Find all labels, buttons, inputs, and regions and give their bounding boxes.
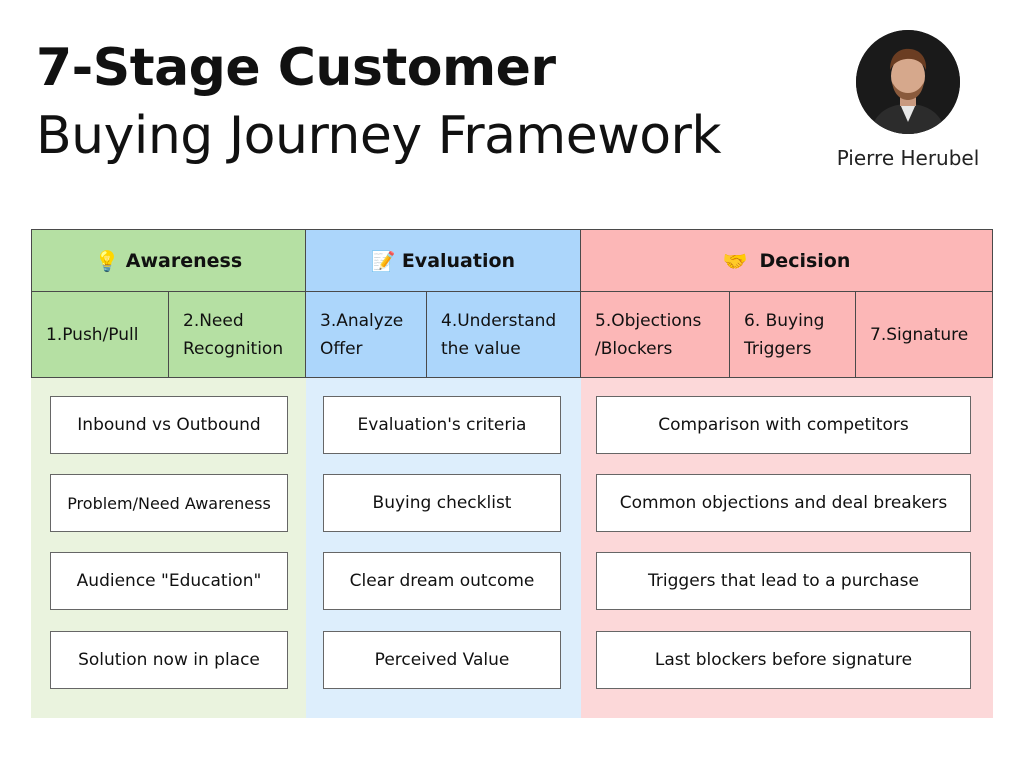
handshake-icon: 🤝 bbox=[722, 248, 748, 273]
decision-item: Common objections and deal breakers bbox=[596, 474, 971, 532]
stage-header-decision: 🤝 Decision bbox=[580, 229, 993, 292]
step-1: 1.Push/Pull bbox=[31, 291, 169, 378]
awareness-item: Problem/Need Awareness bbox=[50, 474, 288, 532]
stage-label: Awareness bbox=[125, 249, 243, 272]
stage-header-evaluation: 📝 Evaluation bbox=[305, 229, 581, 292]
author-avatar bbox=[856, 30, 960, 134]
step-4: 4.Understand the value bbox=[426, 291, 581, 378]
evaluation-item: Clear dream outcome bbox=[323, 552, 561, 610]
title-line-1: 7-Stage Customer bbox=[36, 38, 556, 98]
stage-label: Decision bbox=[759, 249, 851, 272]
evaluation-item: Perceived Value bbox=[323, 631, 561, 689]
evaluation-item: Buying checklist bbox=[323, 474, 561, 532]
memo-icon: 📝 bbox=[370, 248, 396, 273]
step-3: 3.Analyze Offer bbox=[305, 291, 427, 378]
person-photo-icon bbox=[856, 30, 960, 134]
title-line-2: Buying Journey Framework bbox=[36, 106, 722, 166]
awareness-item: Audience "Education" bbox=[50, 552, 288, 610]
step-5: 5.Objections /Blockers bbox=[580, 291, 730, 378]
step-7: 7.Signature bbox=[855, 291, 993, 378]
step-6: 6. Buying Triggers bbox=[729, 291, 856, 378]
lightbulb-icon: 💡 bbox=[94, 248, 120, 273]
awareness-item: Inbound vs Outbound bbox=[50, 396, 288, 454]
evaluation-item: Evaluation's criteria bbox=[323, 396, 561, 454]
decision-item: Last blockers before signature bbox=[596, 631, 971, 689]
author-name: Pierre Herubel bbox=[836, 146, 980, 170]
awareness-item: Solution now in place bbox=[50, 631, 288, 689]
decision-item: Comparison with competitors bbox=[596, 396, 971, 454]
decision-item: Triggers that lead to a purchase bbox=[596, 552, 971, 610]
stage-header-awareness: 💡 Awareness bbox=[31, 229, 306, 292]
stage-label: Evaluation bbox=[401, 249, 516, 272]
step-2: 2.Need Recognition bbox=[168, 291, 306, 378]
